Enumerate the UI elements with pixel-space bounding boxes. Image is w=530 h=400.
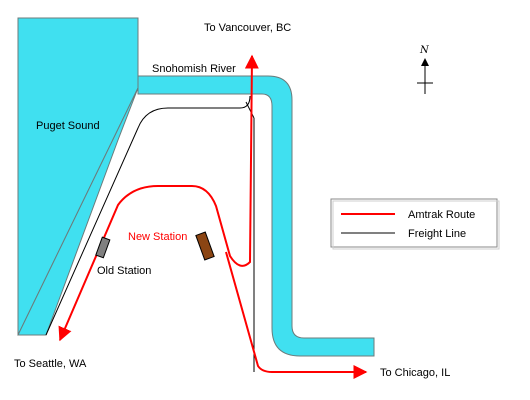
puget-sound-water (17, 17, 139, 336)
dest-north-label: To Vancouver, BC (204, 22, 291, 34)
old-station-label: Old Station (97, 265, 151, 277)
new-station-icon (195, 231, 215, 261)
old-station-icon (95, 236, 111, 259)
amtrak-route-east-branch (225, 251, 368, 379)
legend-amtrak-label: Amtrak Route (408, 209, 475, 221)
snohomish-river-label: Snohomish River (152, 63, 236, 75)
amtrak-route-line (58, 54, 259, 342)
dest-south-label: To Seattle, WA (14, 358, 87, 370)
new-station-label: New Station (128, 231, 187, 243)
dest-east-label: To Chicago, IL (380, 367, 450, 379)
freight-line-wye (245, 101, 255, 119)
snohomish-river-water (137, 75, 375, 357)
legend-freight-label: Freight Line (408, 228, 466, 240)
svg-text:N: N (419, 45, 430, 56)
north-arrow-icon: N (417, 45, 433, 94)
legend-box: Amtrak Route Freight Line (330, 198, 500, 250)
puget-sound-label: Puget Sound (36, 120, 100, 132)
